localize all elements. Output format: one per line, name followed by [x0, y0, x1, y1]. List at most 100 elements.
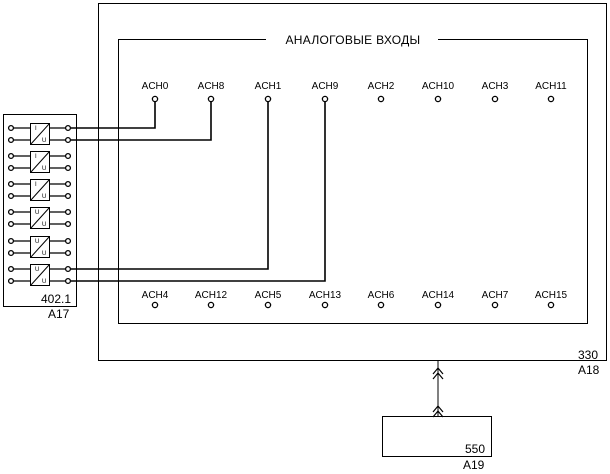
converter-input-pin [7, 265, 15, 273]
converter-bottom-symbol: U [42, 138, 46, 144]
module-550-ref: A19 [463, 458, 485, 472]
wire-ach8 [71, 102, 212, 141]
module-402-type: 402.1 [41, 292, 71, 306]
channel-pin-ach11 [547, 95, 555, 103]
analog-inputs-panel [118, 39, 588, 324]
converter-diagonal [30, 151, 50, 173]
converter-output-pin [64, 192, 72, 200]
channel-label-ach7: ACH7 [482, 290, 509, 301]
converter-output-pin [64, 124, 72, 132]
converter-output-pin [64, 136, 72, 144]
converter-diagonal [30, 123, 50, 145]
wire-group [71, 102, 326, 282]
converter-bottom-symbol: U [42, 251, 46, 257]
converter-3: UU [7, 207, 72, 229]
converter-diagonal [30, 264, 50, 286]
converter-0: IU [7, 123, 72, 145]
converter-4: UU [7, 236, 72, 258]
converter-output-pin [64, 265, 72, 273]
channel-label-ach9: ACH9 [312, 81, 339, 92]
module-402-ref: A17 [48, 307, 70, 321]
converter-top-symbol: I [35, 154, 37, 160]
converter-top-symbol: I [35, 126, 37, 132]
converter-input-pin [7, 192, 15, 200]
converter-input-pin [7, 277, 15, 285]
converter-bottom-symbol: U [42, 194, 46, 200]
converter-output-pin [64, 208, 72, 216]
channel-label-ach13: ACH13 [309, 290, 342, 301]
channel-label-ach8: ACH8 [198, 81, 225, 92]
channel-label-ach15: ACH15 [535, 290, 568, 301]
channel-pin-ach8 [207, 95, 215, 103]
channel-label-ach10: ACH10 [422, 81, 455, 92]
converter-input-pin [7, 124, 15, 132]
converter-diagonal [30, 179, 50, 201]
channel-pin-ach2 [377, 95, 385, 103]
module-550-frame [382, 416, 492, 457]
channel-pin-ach15 [547, 301, 555, 309]
converter-input-pin [7, 220, 15, 228]
converter-input-pin [7, 208, 15, 216]
channel-pin-ach4 [151, 301, 159, 309]
channel-pin-ach7 [491, 301, 499, 309]
channel-label-ach5: ACH5 [255, 290, 282, 301]
converter-bottom-symbol: U [42, 166, 46, 172]
converter-1: IU [7, 151, 72, 173]
channel-label-ach12: ACH12 [195, 290, 228, 301]
converter-output-pin [64, 164, 72, 172]
converter-input-pin [7, 180, 15, 188]
converter-top-symbol: I [35, 182, 37, 188]
channel-pin-ach14 [434, 301, 442, 309]
panel-title-backing [266, 32, 438, 46]
channel-label-ach2: ACH2 [368, 81, 395, 92]
converter-input-pin [7, 164, 15, 172]
converter-bottom-symbol: U [42, 222, 46, 228]
converter-diagonal [30, 236, 50, 258]
module-550-type: 550 [465, 442, 485, 456]
converter-output-pin [64, 249, 72, 257]
bus-link [432, 360, 444, 418]
converter-top-symbol: U [35, 267, 39, 273]
channel-label-ach0: ACH0 [142, 81, 169, 92]
converter-diagonal [30, 207, 50, 229]
panel-title: АНАЛОГОВЫЕ ВХОДЫ [286, 33, 421, 47]
module-330-type: 330 [578, 348, 598, 362]
channel-pin-ach13 [321, 301, 329, 309]
converter-output-pin [64, 220, 72, 228]
channel-pin-ach5 [264, 301, 272, 309]
channel-pin-ach0 [151, 95, 159, 103]
converter-top-symbol: U [35, 210, 39, 216]
converter-bottom-symbol: U [42, 279, 46, 285]
converter-output-pin [64, 180, 72, 188]
channel-pin-ach6 [377, 301, 385, 309]
converter-5: UU [7, 264, 72, 286]
wire-ach1 [71, 102, 269, 270]
converter-input-pin [7, 249, 15, 257]
converter-output-pin [64, 237, 72, 245]
wire-ach9 [71, 102, 326, 282]
wire-ach0 [71, 102, 156, 129]
channel-label-ach14: ACH14 [422, 290, 455, 301]
channel-pin-ach1 [264, 95, 272, 103]
converter-output-pin [64, 277, 72, 285]
channel-label-ach1: ACH1 [255, 81, 282, 92]
converter-output-pin [64, 152, 72, 160]
channel-label-ach6: ACH6 [368, 290, 395, 301]
channel-label-ach3: ACH3 [482, 81, 509, 92]
arrow-up-icon [432, 405, 444, 418]
converter-input-pin [7, 152, 15, 160]
channel-pin-ach9 [321, 95, 329, 103]
channel-pin-ach12 [207, 301, 215, 309]
channel-pin-ach10 [434, 95, 442, 103]
module-330-ref: A18 [578, 363, 600, 377]
converter-input-pin [7, 136, 15, 144]
bottom-channel-row: ACH4 ACH12 ACH5 ACH13 ACH6 ACH14 ACH7 ACH15 [142, 290, 568, 309]
converter-input-pin [7, 237, 15, 245]
converter-top-symbol: U [35, 239, 39, 245]
channel-label-ach4: ACH4 [142, 290, 169, 301]
arrow-up-icon [432, 367, 444, 380]
channel-pin-ach3 [491, 95, 499, 103]
